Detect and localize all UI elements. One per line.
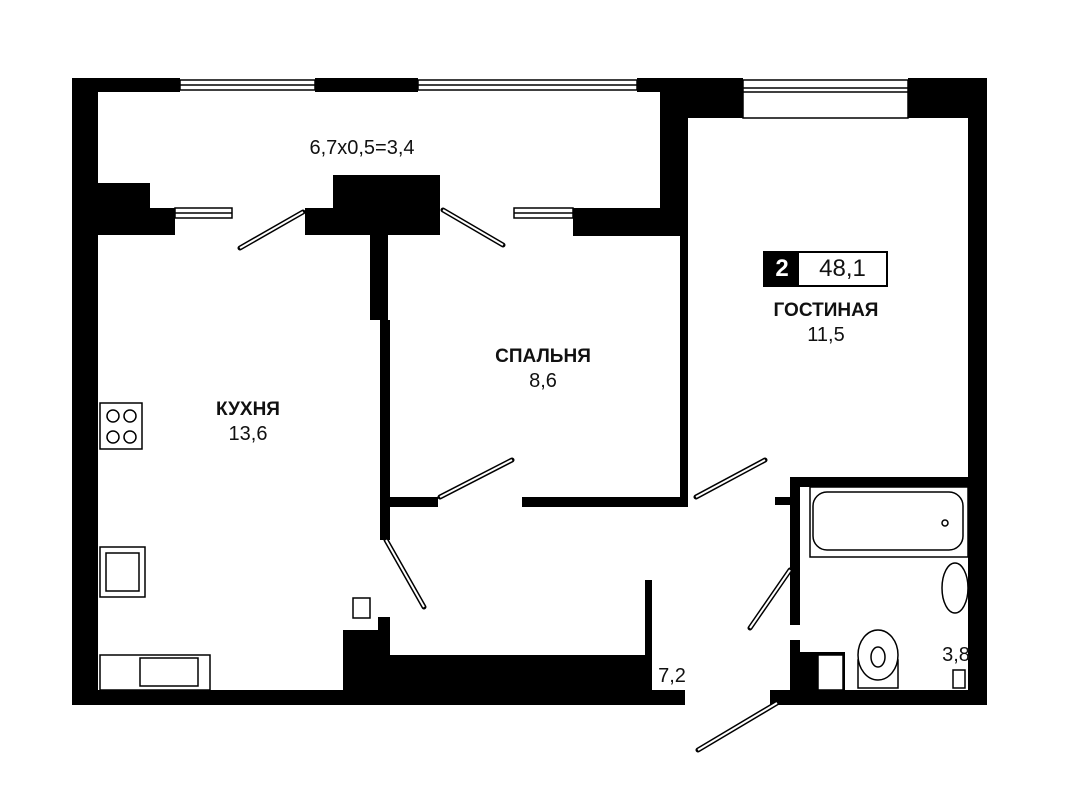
room-name: ГОСТИНАЯ (773, 300, 879, 321)
walls (72, 78, 987, 705)
windows (99, 79, 969, 691)
door-leaf-highlights (239, 209, 791, 751)
room-area: 8,6 (529, 370, 557, 392)
apartment-badge: 2 48,1 (763, 251, 888, 287)
room-area: 11,5 (807, 324, 845, 346)
total-area: 48,1 (819, 255, 866, 282)
bathroom-area: 3,8 (942, 644, 970, 666)
room-area: 13,6 (228, 423, 268, 445)
living-room-label: ГОСТИНАЯ 11,5 (774, 299, 879, 347)
bedroom-label: СПАЛЬНЯ 8,6 (495, 345, 591, 393)
kitchen-label: КУХНЯ 13,6 (216, 398, 280, 446)
room-name: КУХНЯ (216, 399, 280, 420)
room-name: СПАЛЬНЯ (495, 346, 591, 367)
balcony-label: 6,7x0,5=3,4 (309, 137, 415, 159)
rooms-count: 2 (765, 253, 799, 285)
hall-area: 7,2 (658, 665, 686, 687)
